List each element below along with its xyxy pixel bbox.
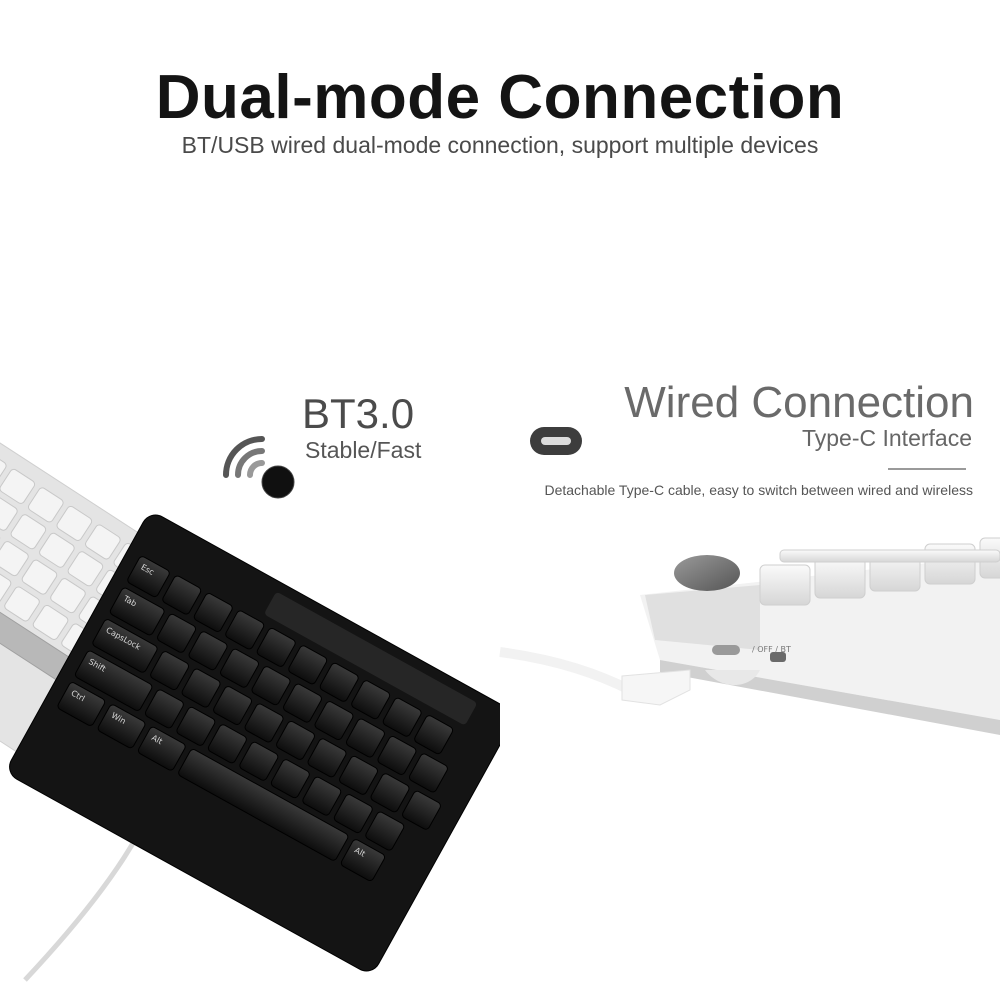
dark-keyboard: Esc Tab CapsLock Shift Ctrl Win Alt Alt bbox=[9, 465, 500, 972]
product-scene: Esc Tab CapsLock Shift Ctrl Win Alt Alt bbox=[0, 427, 1000, 982]
right-knob bbox=[674, 555, 740, 591]
mode-switch bbox=[770, 652, 786, 662]
cable-plug bbox=[621, 669, 691, 706]
usb-c-port-icon bbox=[530, 427, 582, 455]
wired-title: Wired Connection bbox=[624, 378, 974, 427]
page-title: Dual-mode Connection bbox=[155, 63, 845, 132]
right-cable bbox=[499, 647, 633, 695]
dark-knob bbox=[261, 465, 295, 499]
wifi-signal-icon bbox=[223, 436, 265, 478]
mode-switch-label: / OFF / BT bbox=[752, 645, 791, 654]
wired-description: Detachable Type-C cable, easy to switch … bbox=[544, 482, 973, 498]
wired-subtitle: Type-C Interface bbox=[801, 425, 972, 451]
divider-line bbox=[888, 468, 966, 470]
light-keyboard-right: / OFF / BT bbox=[640, 537, 1000, 735]
bt-subtitle: Stable/Fast bbox=[305, 437, 422, 463]
page-subtitle: BT/USB wired dual-mode connection, suppo… bbox=[181, 132, 819, 158]
bt-title: BT3.0 bbox=[302, 390, 415, 437]
usb-c-port bbox=[712, 645, 740, 655]
